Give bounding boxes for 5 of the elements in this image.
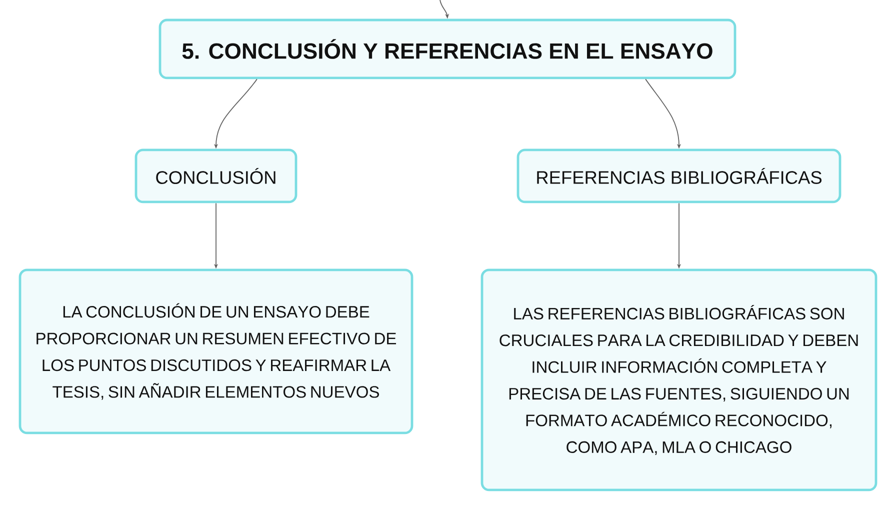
topic-box: REFERENCIAS BIBLIOGRÁFICAS [516, 148, 842, 204]
description-box: LA CONCLUSIÓN DE UN ENSAYO DEBE PROPORCIONAR UN RESUMEN EFECTIVO DE LOS PUNTOS DISCUTIDOS Y REAFIRMAR LA TESIS, SIN AÑADIR ELEMENTOS NUEVOS [18, 268, 414, 434]
topic-box: CONCLUSIÓN [134, 148, 298, 204]
description-box: LAS REFERENCIAS BIBLIOGRÁFICAS SON CRUCIALES PARA LA CREDIBILIDAD Y DEBEN INCLUIR INFORMACIÓN COMPLETA Y PRECISA DE LAS FUENTES, SIGUIENDO UN FORMATO ACADÉMICO RECONOCIDO, COMO APA, MLA O CHICAGO [480, 268, 878, 492]
title-box: 5. CONCLUSIÓN Y REFERENCIAS EN EL ENSAYO [158, 18, 736, 80]
